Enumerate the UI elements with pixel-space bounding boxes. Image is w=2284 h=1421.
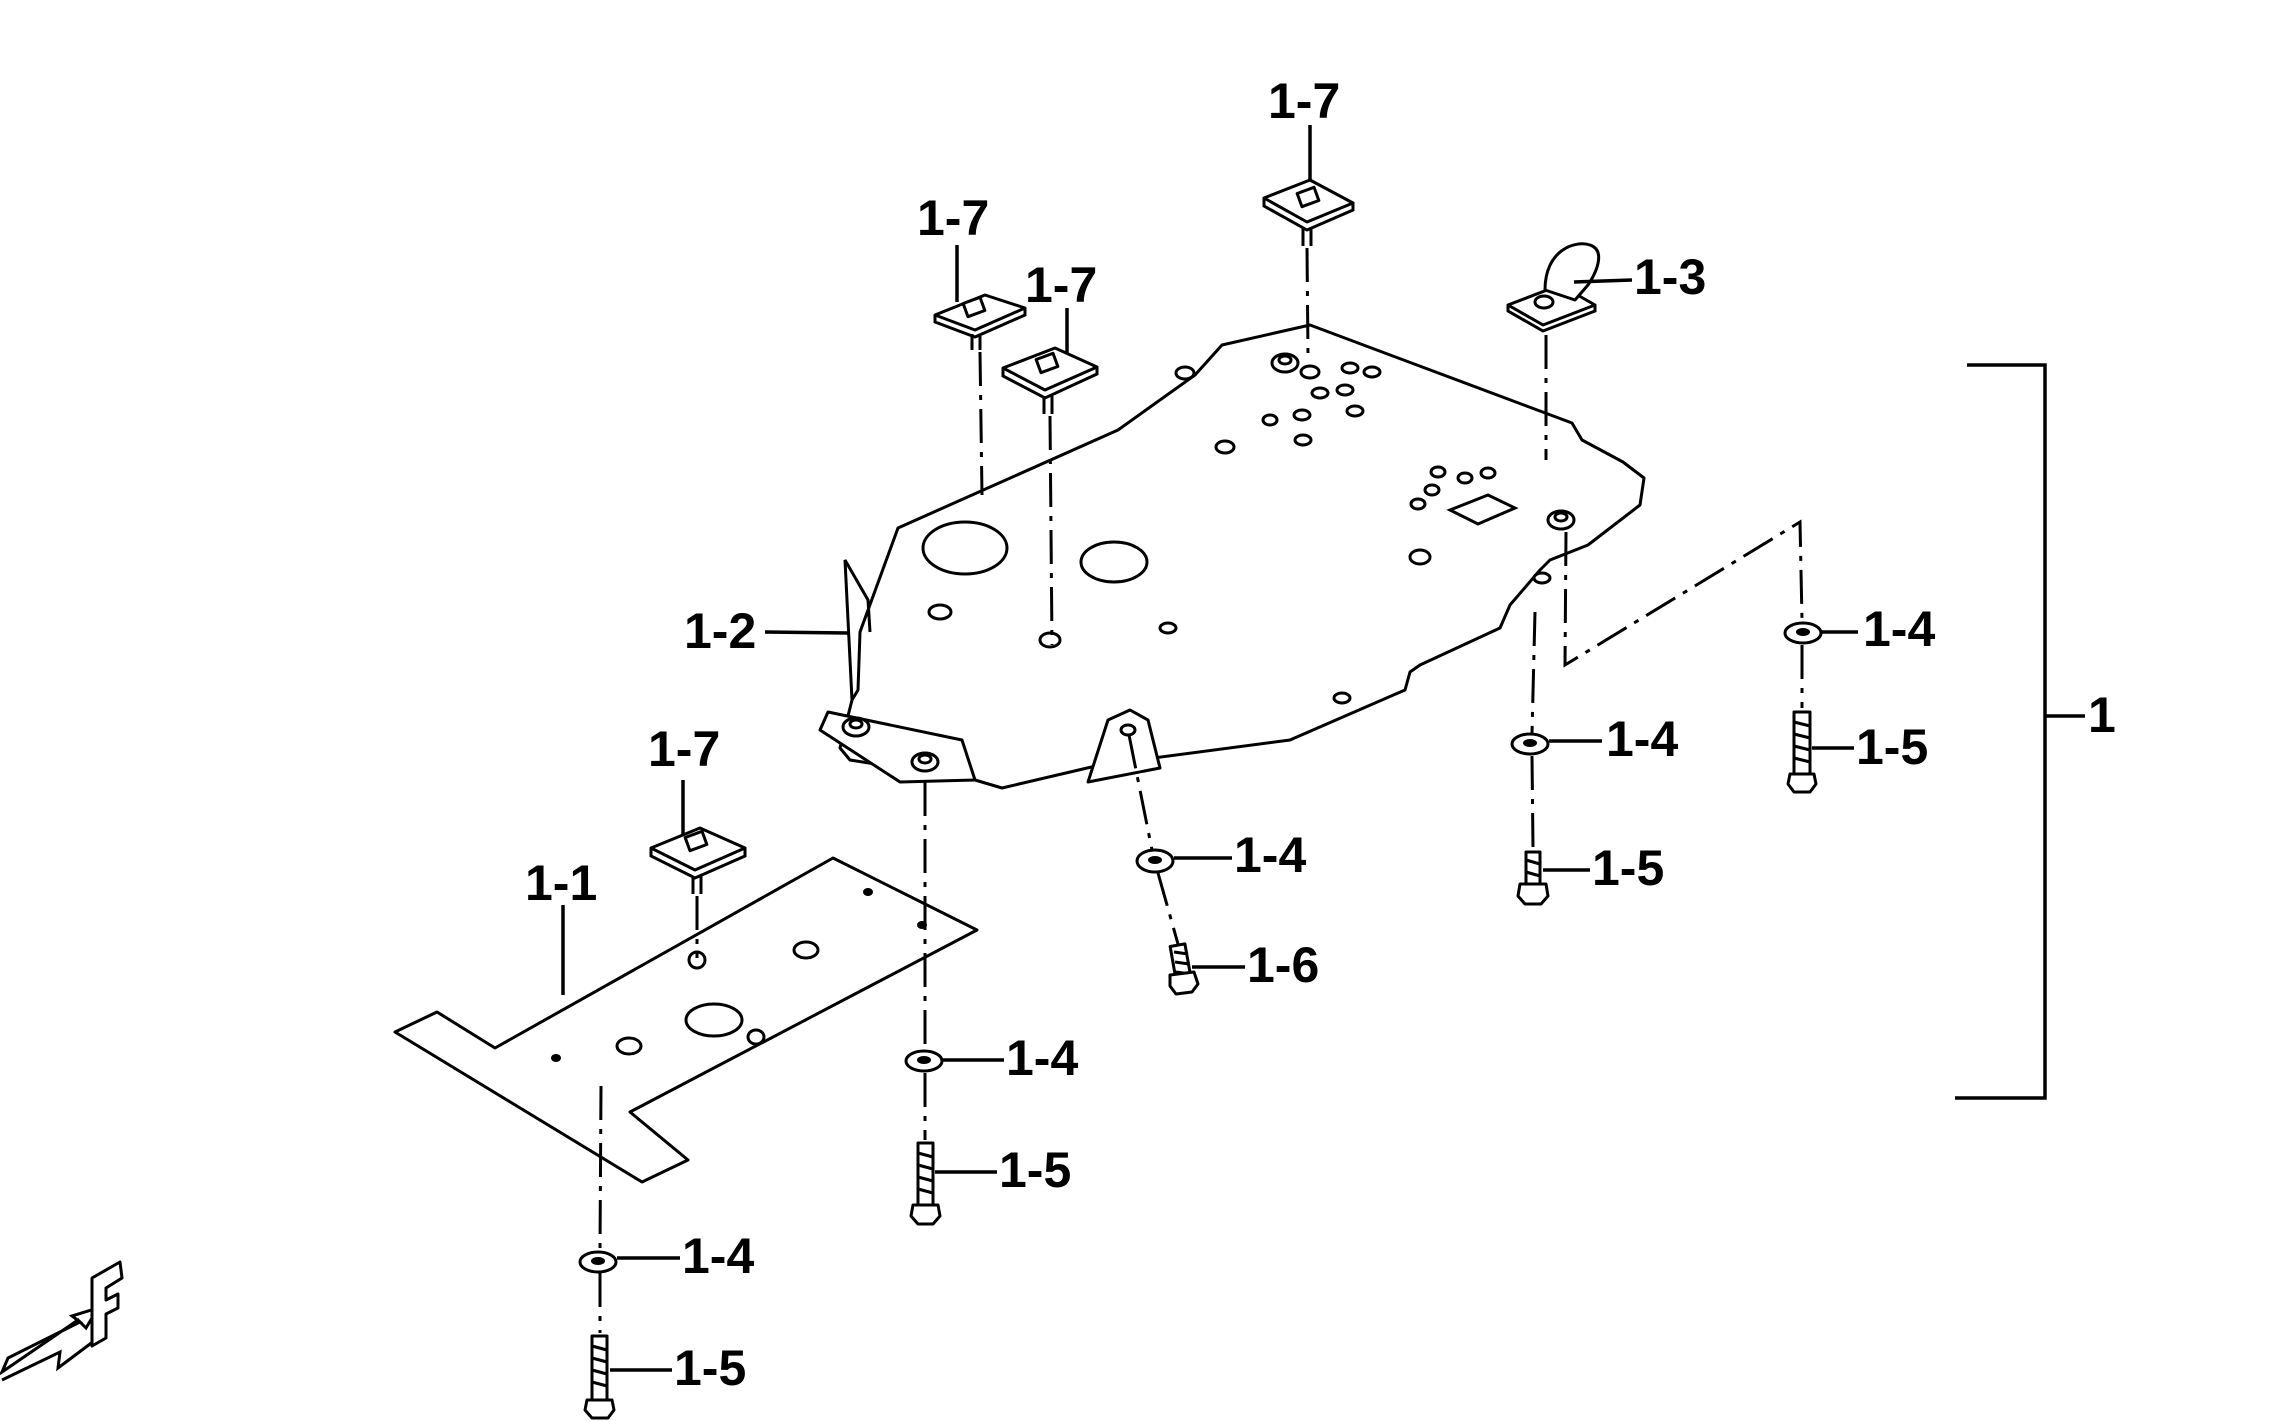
callout-1-6: 1-6 <box>1192 937 1319 993</box>
callout-1-4: 1-4 <box>1822 601 1935 657</box>
svg-text:1-7: 1-7 <box>917 190 989 246</box>
svg-text:1-7: 1-7 <box>1025 257 1097 313</box>
callout-1-4: 1-4 <box>943 1030 1078 1086</box>
washer <box>904 1049 944 1073</box>
callout-1-1: 1-1 <box>525 855 597 995</box>
washer <box>1783 621 1823 645</box>
callout-1-5: 1-5 <box>935 1142 1071 1198</box>
p-clamp <box>1506 242 1601 333</box>
svg-text:1-5: 1-5 <box>674 1340 746 1396</box>
callout-1-5: 1-5 <box>610 1340 746 1396</box>
svg-text:1-5: 1-5 <box>1856 719 1928 775</box>
svg-text:1-4: 1-4 <box>1606 711 1678 767</box>
main-plate <box>818 323 1646 790</box>
svg-text:1-5: 1-5 <box>999 1142 1071 1198</box>
rear-plate <box>393 856 979 1184</box>
clip-nut <box>933 293 1027 350</box>
callout-1-4: 1-4 <box>1174 827 1306 883</box>
plate-holes <box>927 361 1552 705</box>
flange-bolt <box>1168 942 1200 996</box>
svg-text:1: 1 <box>2088 687 2116 743</box>
callout-1-4: 1-4 <box>617 1228 754 1284</box>
callout-1-7: 1-7 <box>917 190 989 302</box>
bolt <box>1786 710 1818 794</box>
front-arrow-icon <box>0 1260 124 1382</box>
assembly-lines <box>598 247 1804 1333</box>
plate-opening <box>921 520 1009 576</box>
callout-1-3: 1-3 <box>1573 249 1706 305</box>
clip-nut <box>649 826 747 894</box>
svg-text:1-1: 1-1 <box>525 855 597 911</box>
svg-text:1-3: 1-3 <box>1634 249 1706 305</box>
washer <box>578 1250 618 1274</box>
washer <box>1135 848 1175 874</box>
svg-text:1-4: 1-4 <box>1863 601 1935 657</box>
svg-text:1-7: 1-7 <box>1268 73 1340 129</box>
svg-text:1-4: 1-4 <box>682 1228 754 1284</box>
clip-nut <box>1262 178 1355 246</box>
bolt <box>1516 850 1550 906</box>
bolt <box>583 1334 616 1420</box>
callout-1-5: 1-5 <box>1812 719 1928 775</box>
callout-1-7: 1-7 <box>1268 73 1340 180</box>
plate-opening <box>1079 540 1149 584</box>
callout-1-5: 1-5 <box>1543 840 1664 896</box>
plate-bosses <box>841 352 1576 773</box>
assembly-bracket <box>1955 363 2085 1100</box>
callout-1: 1 <box>2088 687 2116 743</box>
svg-text:1-5: 1-5 <box>1592 840 1664 896</box>
callout-1-7: 1-7 <box>1025 257 1097 353</box>
svg-text:1-4: 1-4 <box>1006 1030 1078 1086</box>
callout-1-4: 1-4 <box>1549 711 1678 767</box>
bolt <box>909 1141 942 1226</box>
callout-1-7: 1-7 <box>648 721 720 835</box>
svg-text:1-4: 1-4 <box>1234 827 1306 883</box>
svg-text:1-6: 1-6 <box>1247 937 1319 993</box>
washer <box>1510 732 1550 756</box>
callout-1-2: 1-2 <box>684 603 849 659</box>
svg-text:1-2: 1-2 <box>684 603 756 659</box>
clip-nut <box>1001 346 1099 414</box>
svg-text:1-7: 1-7 <box>648 721 720 777</box>
